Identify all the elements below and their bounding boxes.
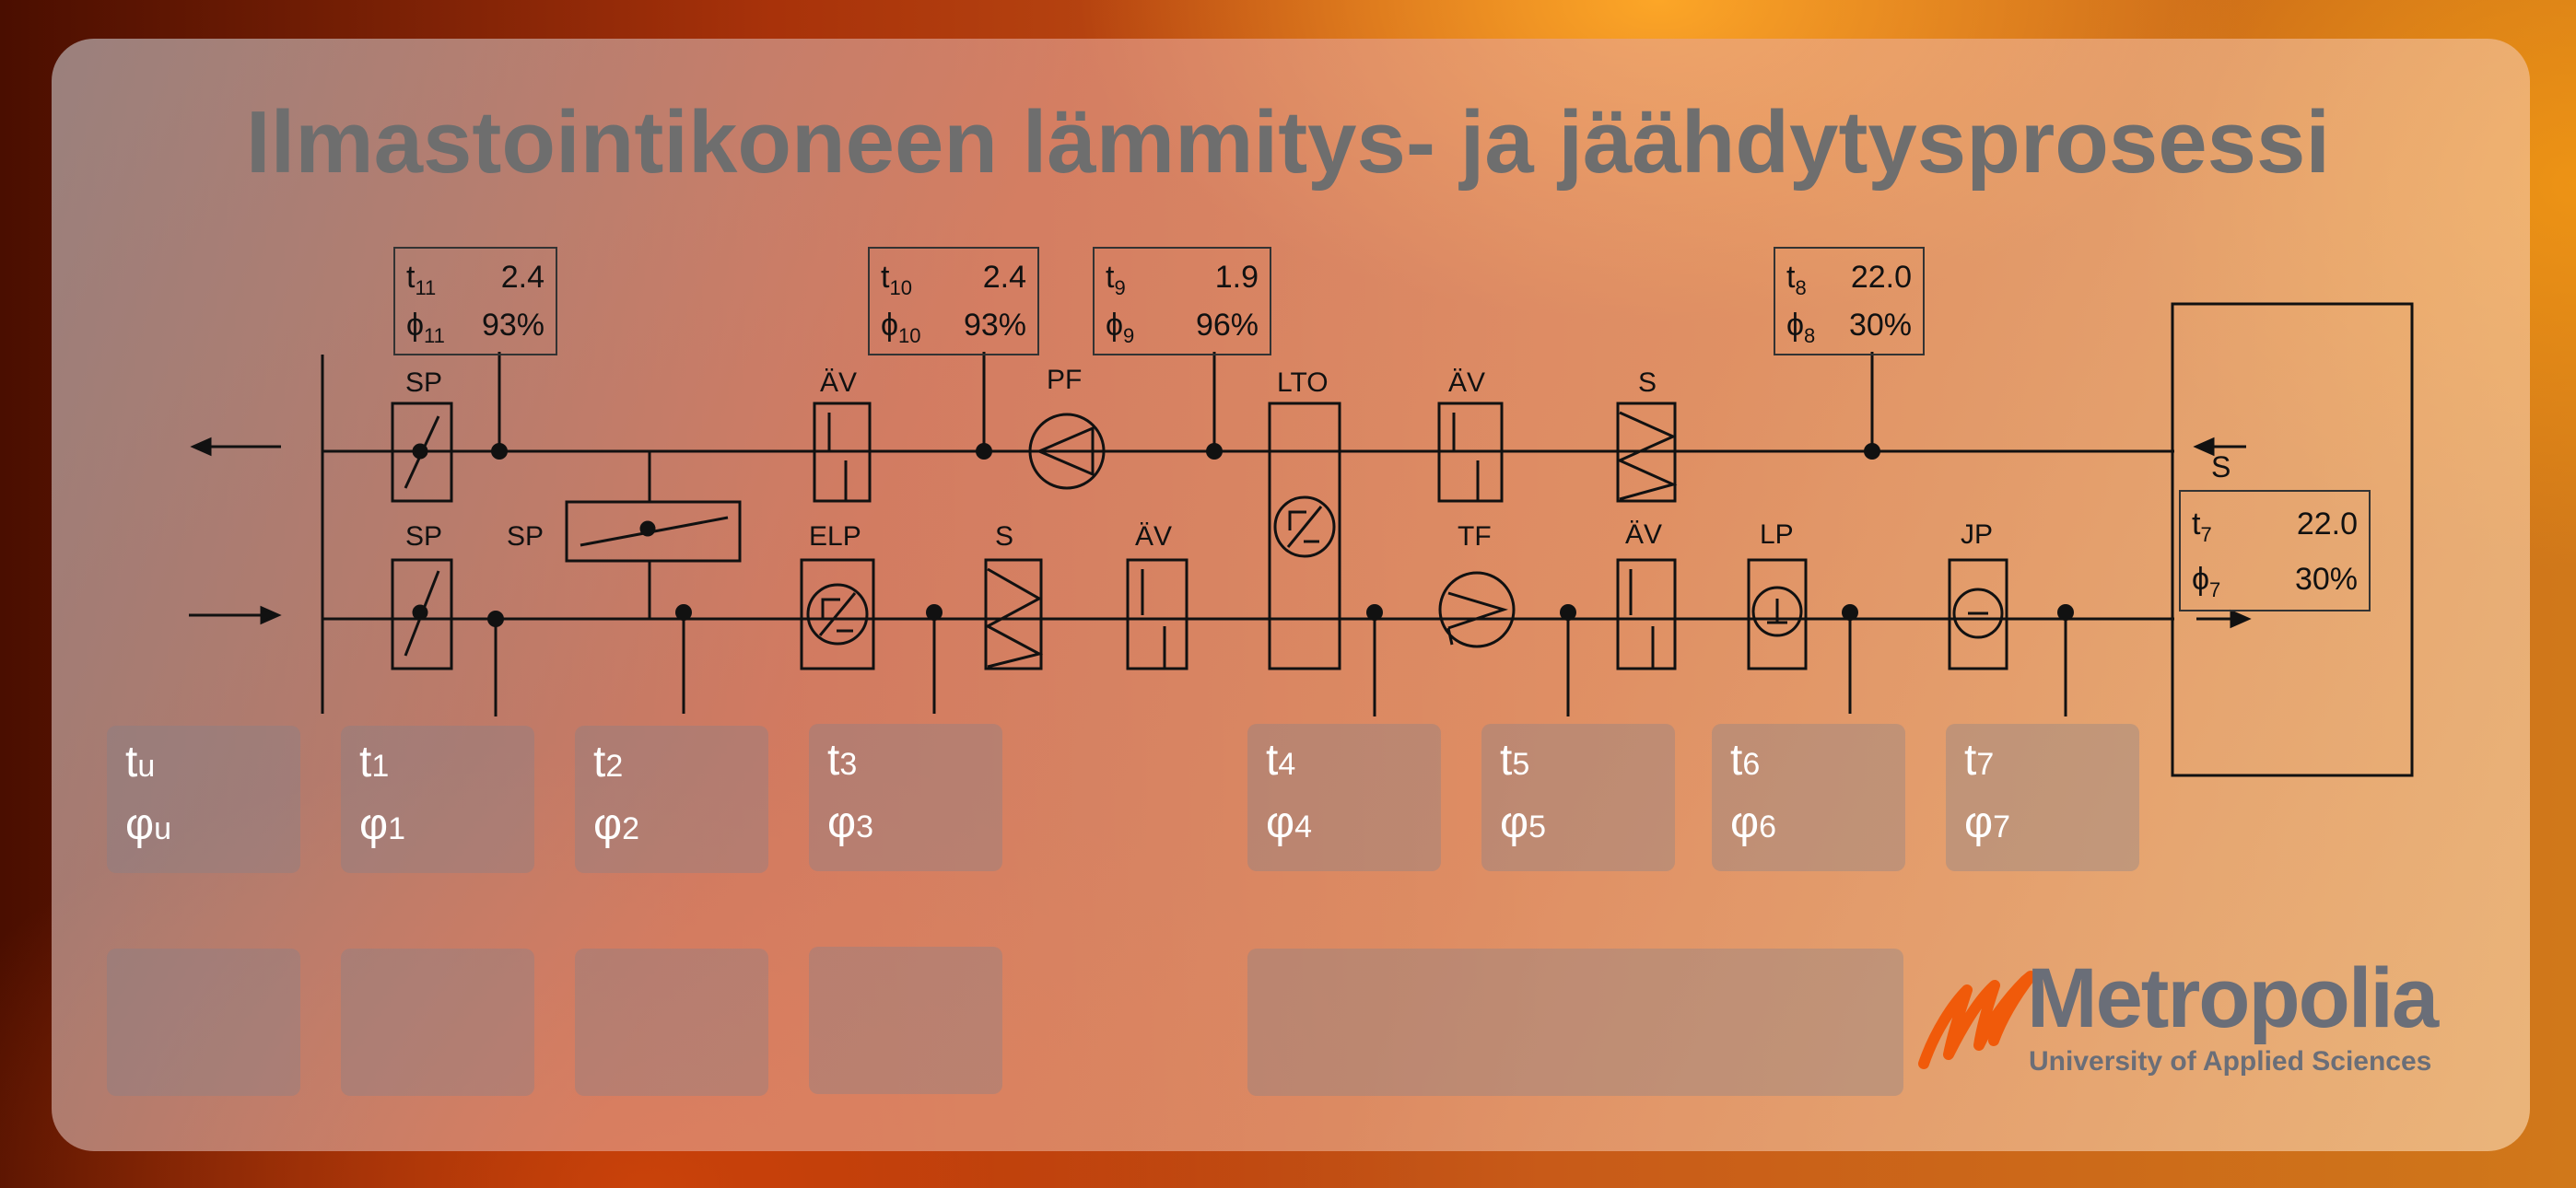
sp-bypass-damper: [565, 500, 742, 563]
intake-in-arrowhead: [260, 605, 282, 625]
node-dot: [1864, 443, 1880, 460]
metropolia-mark-icon: [1918, 971, 2036, 1069]
logo-name: Metropolia: [2027, 951, 2439, 1045]
jp-cooler: [1948, 558, 2008, 670]
tf-fan: [1438, 571, 1516, 648]
s-supply-silencer: [984, 558, 1043, 670]
empty-box-2[interactable]: [575, 949, 768, 1096]
s-exhaust-silencer: [1616, 402, 1677, 503]
point-box-5[interactable]: t5 φ5: [1481, 724, 1675, 871]
point-box-6[interactable]: t6 φ6: [1712, 724, 1905, 871]
label-av-supply-2: ÄV: [1625, 519, 1662, 550]
node-dot: [2057, 604, 2074, 621]
label-lp: LP: [1760, 519, 1794, 550]
label-sp-exhaust: SP: [405, 367, 442, 398]
av-supply-valve: [1126, 558, 1188, 670]
point-box-3[interactable]: t3 φ3: [809, 724, 1002, 871]
point-box-2[interactable]: t2 φ2: [575, 726, 768, 873]
sp-supply-damper: [391, 558, 453, 670]
logo-subtitle: University of Applied Sciences: [2029, 1046, 2432, 1077]
label-elp: ELP: [809, 521, 861, 552]
elp-preheater: [800, 558, 875, 670]
node-dot: [675, 604, 692, 621]
point-box-7[interactable]: t7 φ7: [1946, 724, 2139, 871]
node-dot: [1366, 604, 1383, 621]
node-dot: [1206, 443, 1223, 460]
node-dot: [1842, 604, 1858, 621]
av-exhaust-valve-2: [1437, 402, 1504, 503]
node-dot: [491, 443, 508, 460]
label-av-supply: ÄV: [1135, 521, 1172, 552]
label-room: S: [2211, 450, 2231, 483]
room: [2171, 302, 2414, 777]
pf-fan: [1028, 413, 1106, 490]
page-title: Ilmastointikoneen lämmitys- ja jäähdytys…: [245, 93, 2331, 192]
node-dot: [976, 443, 992, 460]
node-dot: [926, 604, 943, 621]
point-box-u[interactable]: tu φu: [107, 726, 300, 873]
empty-box-wide[interactable]: [1247, 949, 1903, 1096]
label-pf: PF: [1047, 365, 1082, 395]
exhaust-out-arrowhead: [190, 437, 212, 457]
content-panel: [52, 39, 2530, 1151]
label-av-exhaust-2: ÄV: [1448, 367, 1485, 398]
lto-heat-recovery: [1268, 402, 1341, 670]
label-sp-bypass: SP: [507, 521, 544, 552]
label-jp: JP: [1961, 519, 1993, 550]
label-av-exhaust: ÄV: [820, 367, 857, 398]
empty-box-3[interactable]: [809, 947, 1002, 1094]
empty-box-u[interactable]: [107, 949, 300, 1096]
lp-heater: [1747, 558, 1808, 670]
metropolia-logo: Metropolia University of Applied Science…: [1916, 949, 2488, 1087]
node-dot: [1560, 604, 1576, 621]
label-s-exhaust: S: [1638, 367, 1657, 398]
node-dot: [487, 611, 504, 627]
sp-exhaust-damper: [391, 402, 453, 503]
point-box-1[interactable]: t1 φ1: [341, 726, 534, 873]
label-sp-supply: SP: [405, 521, 442, 552]
empty-box-1[interactable]: [341, 949, 534, 1096]
av-exhaust-valve: [813, 402, 872, 503]
av-supply-valve-2: [1616, 558, 1677, 670]
label-s-supply: S: [995, 521, 1013, 552]
label-tf: TF: [1458, 521, 1492, 552]
point-box-4[interactable]: t4 φ4: [1247, 724, 1441, 871]
label-lto: LTO: [1277, 367, 1329, 398]
